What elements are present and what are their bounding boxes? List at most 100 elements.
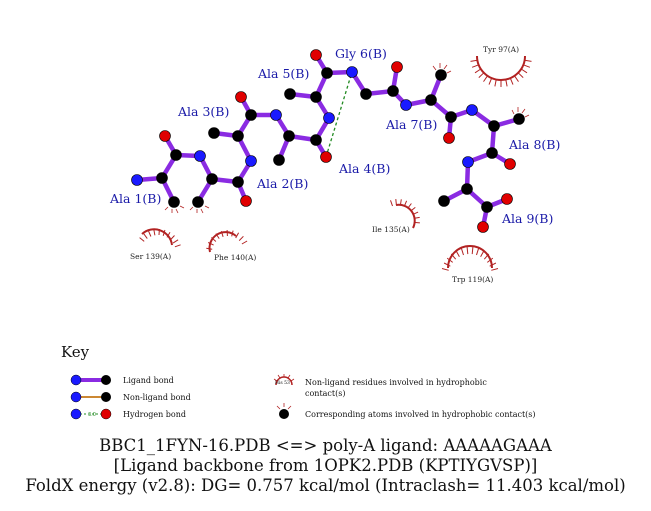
ligand-bond-label: Ligand bond xyxy=(123,376,174,385)
oxygen-atom xyxy=(477,221,489,233)
carbon-atom xyxy=(170,149,182,161)
nitrogen-atom xyxy=(270,109,282,121)
contact-tick xyxy=(491,268,499,271)
contact-tick xyxy=(483,75,488,82)
contact-tick xyxy=(166,231,171,238)
hydrophobic-label-phe140: Phe 140(A) xyxy=(214,253,256,262)
oxygen-atom xyxy=(501,193,513,205)
carbon-atom xyxy=(486,147,498,159)
key-legend: Key Ligand bond Non-ligand bond 3.0 Hydr… xyxy=(61,343,536,420)
contact-tick xyxy=(174,244,181,248)
nonligand-residues-label-line2: contact(s) xyxy=(305,389,345,398)
residue-label-ala1: Ala 1(B) xyxy=(109,191,161,206)
nitrogen-atom xyxy=(462,156,474,168)
residue-label-ala3: Ala 3(B) xyxy=(177,104,229,119)
carbon-atom xyxy=(425,94,437,106)
residue-label-ala5: Ala 5(B) xyxy=(257,66,309,81)
nitrogen-atom xyxy=(323,112,335,124)
contact-tick xyxy=(206,247,213,250)
contact-tick xyxy=(410,207,416,212)
ser139-contact-ticks xyxy=(139,228,181,248)
carbon-atom-sample xyxy=(101,375,111,385)
corresponding-atom-sample xyxy=(279,409,289,419)
trp119-contact-ticks xyxy=(441,247,499,271)
contact-tick xyxy=(139,237,145,242)
contact-tick xyxy=(488,77,493,85)
carbon-atom xyxy=(283,130,295,142)
tyr97-contact-ticks xyxy=(470,59,532,87)
residue-label-ala7: Ala 7(B) xyxy=(385,117,437,132)
carbon-atom xyxy=(206,173,218,185)
nitrogen-atom xyxy=(194,150,206,162)
contact-tick xyxy=(231,230,234,237)
contact-tick xyxy=(466,247,469,255)
contact-tick xyxy=(235,232,240,239)
contact-tick xyxy=(395,199,397,206)
contact-tick xyxy=(143,233,148,239)
trp119-contact-arc xyxy=(447,245,493,269)
carbon-atom xyxy=(360,88,372,100)
tyr97-contact-arc xyxy=(476,55,526,81)
carbon-atom-sample xyxy=(101,392,111,402)
nitrogen-atom xyxy=(346,66,358,78)
carbon-atom xyxy=(435,69,447,81)
hydrophobic-label-ile135: Ile 135(A) xyxy=(372,225,410,234)
contact-tick xyxy=(471,64,479,68)
contact-tick xyxy=(480,250,485,257)
carbon-atom xyxy=(513,113,525,125)
atom-contact-marks xyxy=(164,63,530,214)
contact-tick xyxy=(471,247,474,255)
oxygen-atom xyxy=(443,132,455,144)
contact-tick xyxy=(148,230,152,237)
ser139-contact-arc xyxy=(141,228,173,246)
contact-tick xyxy=(238,235,244,241)
contact-tick xyxy=(455,250,460,257)
carbon-atom xyxy=(488,120,500,132)
ile135-contact-arc xyxy=(395,203,416,229)
contact-tick xyxy=(211,237,217,242)
nitrogen-atom xyxy=(400,99,412,111)
contact-tick xyxy=(413,216,420,219)
carbon-atom xyxy=(481,201,493,213)
caption-line-2: [Ligand backbone from 1OPK2.PDB (KPTIYGV… xyxy=(113,456,538,475)
carbon-atom xyxy=(387,85,399,97)
oxygen-atom xyxy=(320,151,332,163)
oxygen-atom xyxy=(159,130,171,142)
contact-tick xyxy=(164,205,185,214)
contact-tick xyxy=(511,107,530,118)
carbon-atom xyxy=(208,127,220,139)
oxygen-atom xyxy=(310,49,322,61)
carbon-atom xyxy=(232,176,244,188)
hydrophobic-label-trp119: Trp 119(A) xyxy=(452,275,493,284)
carbon-atom xyxy=(284,88,296,100)
hydrophobic-arc-sample-ticks xyxy=(273,374,295,382)
contact-tick xyxy=(441,268,449,271)
contact-tick xyxy=(523,64,531,68)
contact-tick xyxy=(509,77,514,85)
hydrophobic-label-ser139: Ser 139(A) xyxy=(130,252,171,261)
nitrogen-atom xyxy=(466,104,478,116)
oxygen-atom xyxy=(391,61,403,73)
residue-label-ala4: Ala 4(B) xyxy=(338,161,390,176)
contact-tick xyxy=(170,235,175,241)
contact-tick xyxy=(450,253,457,260)
contact-tick xyxy=(189,205,210,214)
carbon-atom xyxy=(245,109,257,121)
hydrogen-bond-label: Hydrogen bond xyxy=(123,410,186,419)
caption-line-1: BBC1_1FYN-16.PDB <=> poly-A ligand: AAAA… xyxy=(99,436,552,455)
contact-tick xyxy=(524,59,532,62)
contact-tick xyxy=(390,200,393,207)
contact-tick xyxy=(153,229,156,236)
contact-tick xyxy=(432,63,452,74)
carbon-atom xyxy=(273,154,285,166)
carbon-atom xyxy=(310,134,322,146)
residue-label-ala2: Ala 2(B) xyxy=(256,176,308,191)
caption-line-3: FoldX energy (v2.8): DG= 0.757 kcal/mol … xyxy=(25,476,626,495)
carbon-atom xyxy=(156,172,168,184)
contact-tick xyxy=(241,240,248,245)
contact-tick xyxy=(476,248,480,256)
contact-tick xyxy=(478,72,485,78)
ligand-atoms xyxy=(131,49,525,233)
contact-tick xyxy=(517,72,524,78)
hydrophobic-contacts xyxy=(139,55,532,271)
